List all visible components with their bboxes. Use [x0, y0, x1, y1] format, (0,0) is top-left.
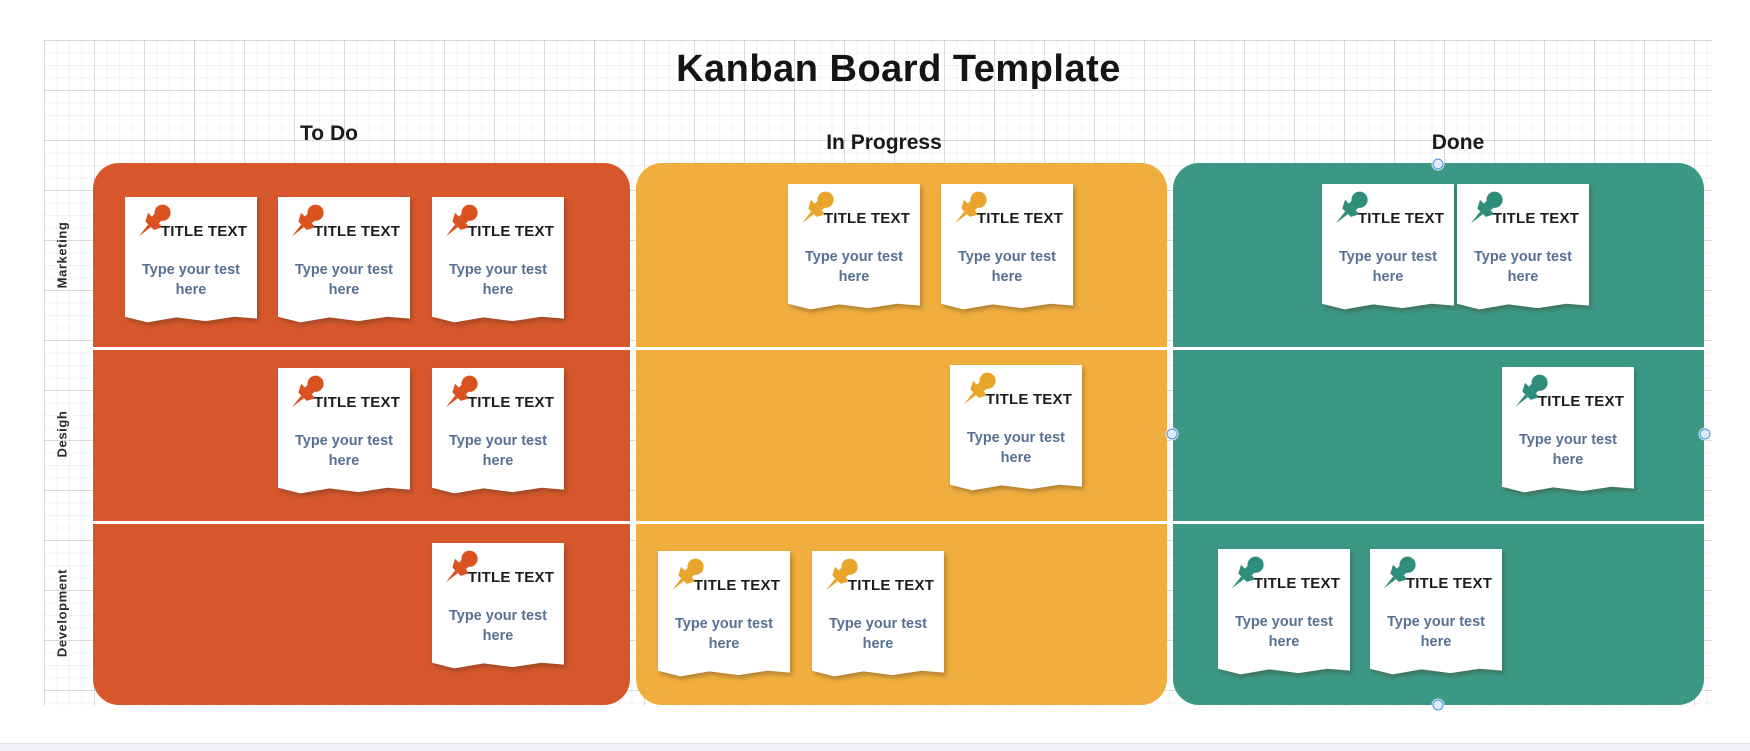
canvas-bottom-edge — [0, 743, 1750, 751]
pushpin-icon — [789, 185, 843, 239]
column-header-in-progress[interactable]: In Progress — [826, 131, 942, 154]
card-title: TITLE TEXT — [313, 394, 401, 411]
card-title: TITLE TEXT — [1405, 575, 1493, 592]
card-body: Type your test here — [804, 249, 904, 285]
kanban-card[interactable]: TITLE TEXT Type your test here — [950, 365, 1082, 493]
kanban-card[interactable]: TITLE TEXT Type your test here — [278, 197, 410, 325]
kanban-card[interactable]: TITLE TEXT Type your test here — [812, 551, 944, 679]
card-title: TITLE TEXT — [467, 394, 555, 411]
card-title: TITLE TEXT — [823, 210, 911, 227]
selection-handle-right[interactable] — [1699, 428, 1711, 440]
kanban-card[interactable]: TITLE TEXT Type your test here — [1218, 549, 1350, 677]
kanban-card[interactable]: TITLE TEXT Type your test here — [432, 368, 564, 496]
kanban-card[interactable]: TITLE TEXT Type your test here — [278, 368, 410, 496]
kanban-card[interactable]: TITLE TEXT Type your test here — [941, 184, 1073, 312]
pushpin-icon — [1323, 185, 1377, 239]
pushpin-icon — [433, 198, 487, 252]
card-body: Type your test here — [957, 249, 1057, 285]
card-body: Type your test here — [1234, 614, 1334, 650]
kanban-card[interactable]: TITLE TEXT Type your test here — [125, 197, 257, 325]
pushpin-icon — [279, 369, 333, 423]
pushpin-icon — [126, 198, 180, 252]
pushpin-icon — [279, 198, 333, 252]
card-title: TITLE TEXT — [1537, 393, 1625, 410]
selection-handle-top[interactable] — [1432, 158, 1444, 170]
card-body: Type your test here — [448, 433, 548, 469]
kanban-card[interactable]: TITLE TEXT Type your test here — [1457, 184, 1589, 312]
selection-handle-bottom[interactable] — [1432, 699, 1444, 711]
card-title: TITLE TEXT — [467, 569, 555, 586]
card-body: Type your test here — [1518, 432, 1618, 468]
pushpin-icon — [942, 185, 996, 239]
kanban-card[interactable]: TITLE TEXT Type your test here — [1370, 549, 1502, 677]
row-separator — [93, 521, 1704, 524]
card-body: Type your test here — [448, 262, 548, 298]
card-body: Type your test here — [294, 433, 394, 469]
pushpin-icon — [433, 369, 487, 423]
pushpin-icon — [433, 544, 487, 598]
card-title: TITLE TEXT — [693, 577, 781, 594]
pushpin-icon — [1458, 185, 1512, 239]
card-title: TITLE TEXT — [1357, 210, 1445, 227]
card-title: TITLE TEXT — [1253, 575, 1341, 592]
pushpin-icon — [659, 552, 713, 606]
card-title: TITLE TEXT — [313, 223, 401, 240]
kanban-card[interactable]: TITLE TEXT Type your test here — [432, 197, 564, 325]
pushpin-icon — [1371, 550, 1425, 604]
kanban-card[interactable]: TITLE TEXT Type your test here — [658, 551, 790, 679]
kanban-card[interactable]: TITLE TEXT Type your test here — [432, 543, 564, 671]
card-body: Type your test here — [674, 616, 774, 652]
card-title: TITLE TEXT — [985, 391, 1073, 408]
card-title: TITLE TEXT — [1492, 210, 1580, 227]
selection-handle-left[interactable] — [1166, 428, 1178, 440]
card-body: Type your test here — [141, 262, 241, 298]
card-body: Type your test here — [1473, 249, 1573, 285]
column-header-todo[interactable]: To Do — [300, 122, 358, 145]
card-body: Type your test here — [294, 262, 394, 298]
kanban-card[interactable]: TITLE TEXT Type your test here — [1322, 184, 1454, 312]
card-title: TITLE TEXT — [976, 210, 1064, 227]
card-body: Type your test here — [828, 616, 928, 652]
card-body: Type your test here — [448, 608, 548, 644]
card-body: Type your test here — [1338, 249, 1438, 285]
pushpin-icon — [813, 552, 867, 606]
card-title: TITLE TEXT — [467, 223, 555, 240]
card-title: TITLE TEXT — [160, 223, 248, 240]
column-header-done[interactable]: Done — [1431, 131, 1485, 154]
board-title[interactable]: Kanban Board Template — [676, 48, 1121, 90]
row-label-marketing[interactable]: Marketing — [54, 221, 70, 289]
row-label-desigh[interactable]: Desigh — [54, 410, 70, 458]
pushpin-icon — [1503, 368, 1557, 422]
row-label-development[interactable]: Development — [54, 568, 70, 658]
card-title: TITLE TEXT — [847, 577, 935, 594]
kanban-card[interactable]: TITLE TEXT Type your test here — [788, 184, 920, 312]
card-body: Type your test here — [1386, 614, 1486, 650]
pushpin-icon — [1219, 550, 1273, 604]
pushpin-icon — [951, 366, 1005, 420]
row-separator — [93, 347, 1704, 350]
card-body: Type your test here — [966, 430, 1066, 466]
kanban-card[interactable]: TITLE TEXT Type your test here — [1502, 367, 1634, 495]
